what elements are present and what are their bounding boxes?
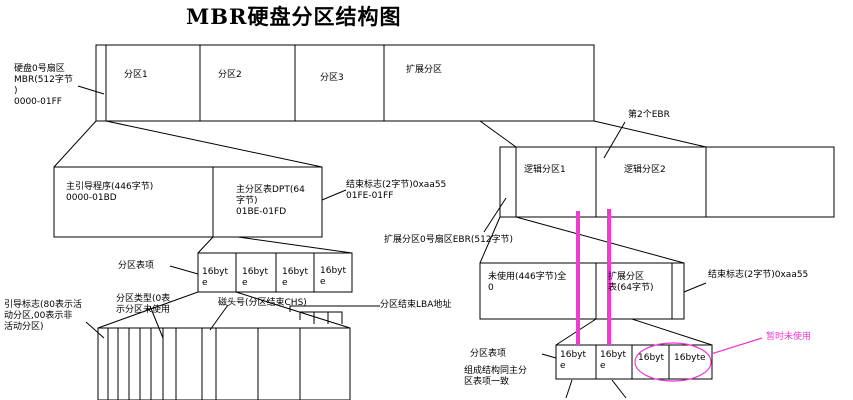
- table-entry-2: 16byt e: [242, 267, 269, 288]
- table-entry-4: 16byt e: [320, 266, 347, 287]
- type-pointer: [149, 305, 164, 339]
- head-pointer: [209, 304, 229, 331]
- ebr-table-entry-2: 16byt e: [600, 350, 627, 371]
- partition-table-dpt-label: 主分区表DPT(64 字节) 01BE-01FD: [236, 185, 305, 217]
- mbr-zoom-left: [53, 120, 97, 168]
- partition-table-label: 分区表项: [118, 261, 155, 271]
- ebr-zoom-right: [515, 216, 685, 264]
- extended-zoom-right: [593, 120, 707, 148]
- logical-partition-2-label: 逻辑分区2: [624, 165, 666, 175]
- table-entry-1: 16byt e: [202, 267, 229, 288]
- ebr-sector-pointer: [483, 197, 507, 233]
- page-title: MBR硬盘分区结构图: [186, 4, 402, 29]
- ebr-entry-label: 分区表项: [470, 349, 507, 359]
- ebr-table-row: [555, 344, 713, 380]
- logical-partition-1-label: 逻辑分区1: [524, 165, 566, 175]
- table-entry-3: 16byt e: [282, 267, 309, 288]
- ebr-entry2-pointer: [611, 379, 627, 399]
- sector-label-pointer: [77, 85, 105, 95]
- extended-partition-label: 扩展分区: [406, 65, 443, 75]
- partition-type-label: 分区类型(0表 示分区未使用: [116, 294, 171, 315]
- partition-3-label: 分区3: [320, 73, 344, 83]
- ebr2-pointer: [603, 121, 626, 159]
- extended-row: [499, 146, 835, 218]
- ebr-sector-label: 扩展分区0号扇区EBR(512字节): [384, 235, 514, 245]
- ebr-table-label: 扩展分区 表(64字节): [608, 272, 654, 293]
- partition-table-row: [197, 252, 353, 293]
- unused-entries-ellipse: [634, 342, 712, 382]
- table-zoom-right: [237, 236, 353, 254]
- ebr-zoom-left: [479, 216, 501, 264]
- mbr-sector-label: 硬盘0号扇区 MBR(512字节 ) 0000-01FF: [14, 64, 73, 107]
- boot-flag-pointer: [85, 321, 105, 339]
- partition-1-label: 分区1: [124, 70, 148, 80]
- ebr-unused-label: 未使用(446字节)全 0: [488, 272, 567, 293]
- entry-bytes-row: [97, 327, 351, 400]
- extended-zoom-left: [479, 120, 517, 148]
- mbr-zoom-right: [105, 120, 323, 168]
- ebr-end-mark-label: 结束标志(2字节)0xaa55: [708, 270, 809, 280]
- end-mark-pointer: [321, 189, 347, 201]
- ebr-table-entry-1: 16byt e: [560, 350, 587, 371]
- entry-zoom-left: [97, 291, 199, 329]
- entry-zoom-right: [235, 291, 351, 329]
- lba-bracket: [289, 305, 380, 324]
- unused-note-pointer: [710, 337, 763, 355]
- mbr-detail-box: [53, 166, 323, 238]
- table-zoom-left: [197, 236, 214, 254]
- ebr-structure-note: 组成结构同主分 区表项一致: [464, 366, 528, 387]
- mbr-end-mark-label: 结束标志(2字节)0xaa55 01FE-01FF: [346, 180, 447, 201]
- ebr-note-pointer: [565, 379, 573, 399]
- lba-end-label: 分区结束LBA地址: [380, 300, 452, 310]
- ebr-table-entry-3: 16byt: [638, 353, 665, 363]
- ebr-detail-box: [479, 262, 685, 320]
- head-end-chs-label: 磁头号(分区结束CHS): [218, 298, 307, 308]
- table-label-pointer: [169, 265, 199, 275]
- ebr2-label: 第2个EBR: [628, 110, 670, 120]
- unused-note-label: 暂时未使用: [766, 332, 812, 342]
- ebr-table-entry-4: 16byte: [674, 353, 706, 363]
- partition-2-label: 分区2: [218, 70, 242, 80]
- ebr-table-zoom-right: [631, 318, 713, 346]
- boot-code-label: 主引导程序(446字节) 0000-01BD: [66, 182, 154, 203]
- ebr-end-pointer: [683, 282, 707, 293]
- mbr-row: [95, 44, 595, 122]
- boot-flag-label: 引导标志(80表示活 动分区,00表示非 活动分区): [4, 300, 82, 332]
- ebr-table-label-pointer: [541, 353, 557, 359]
